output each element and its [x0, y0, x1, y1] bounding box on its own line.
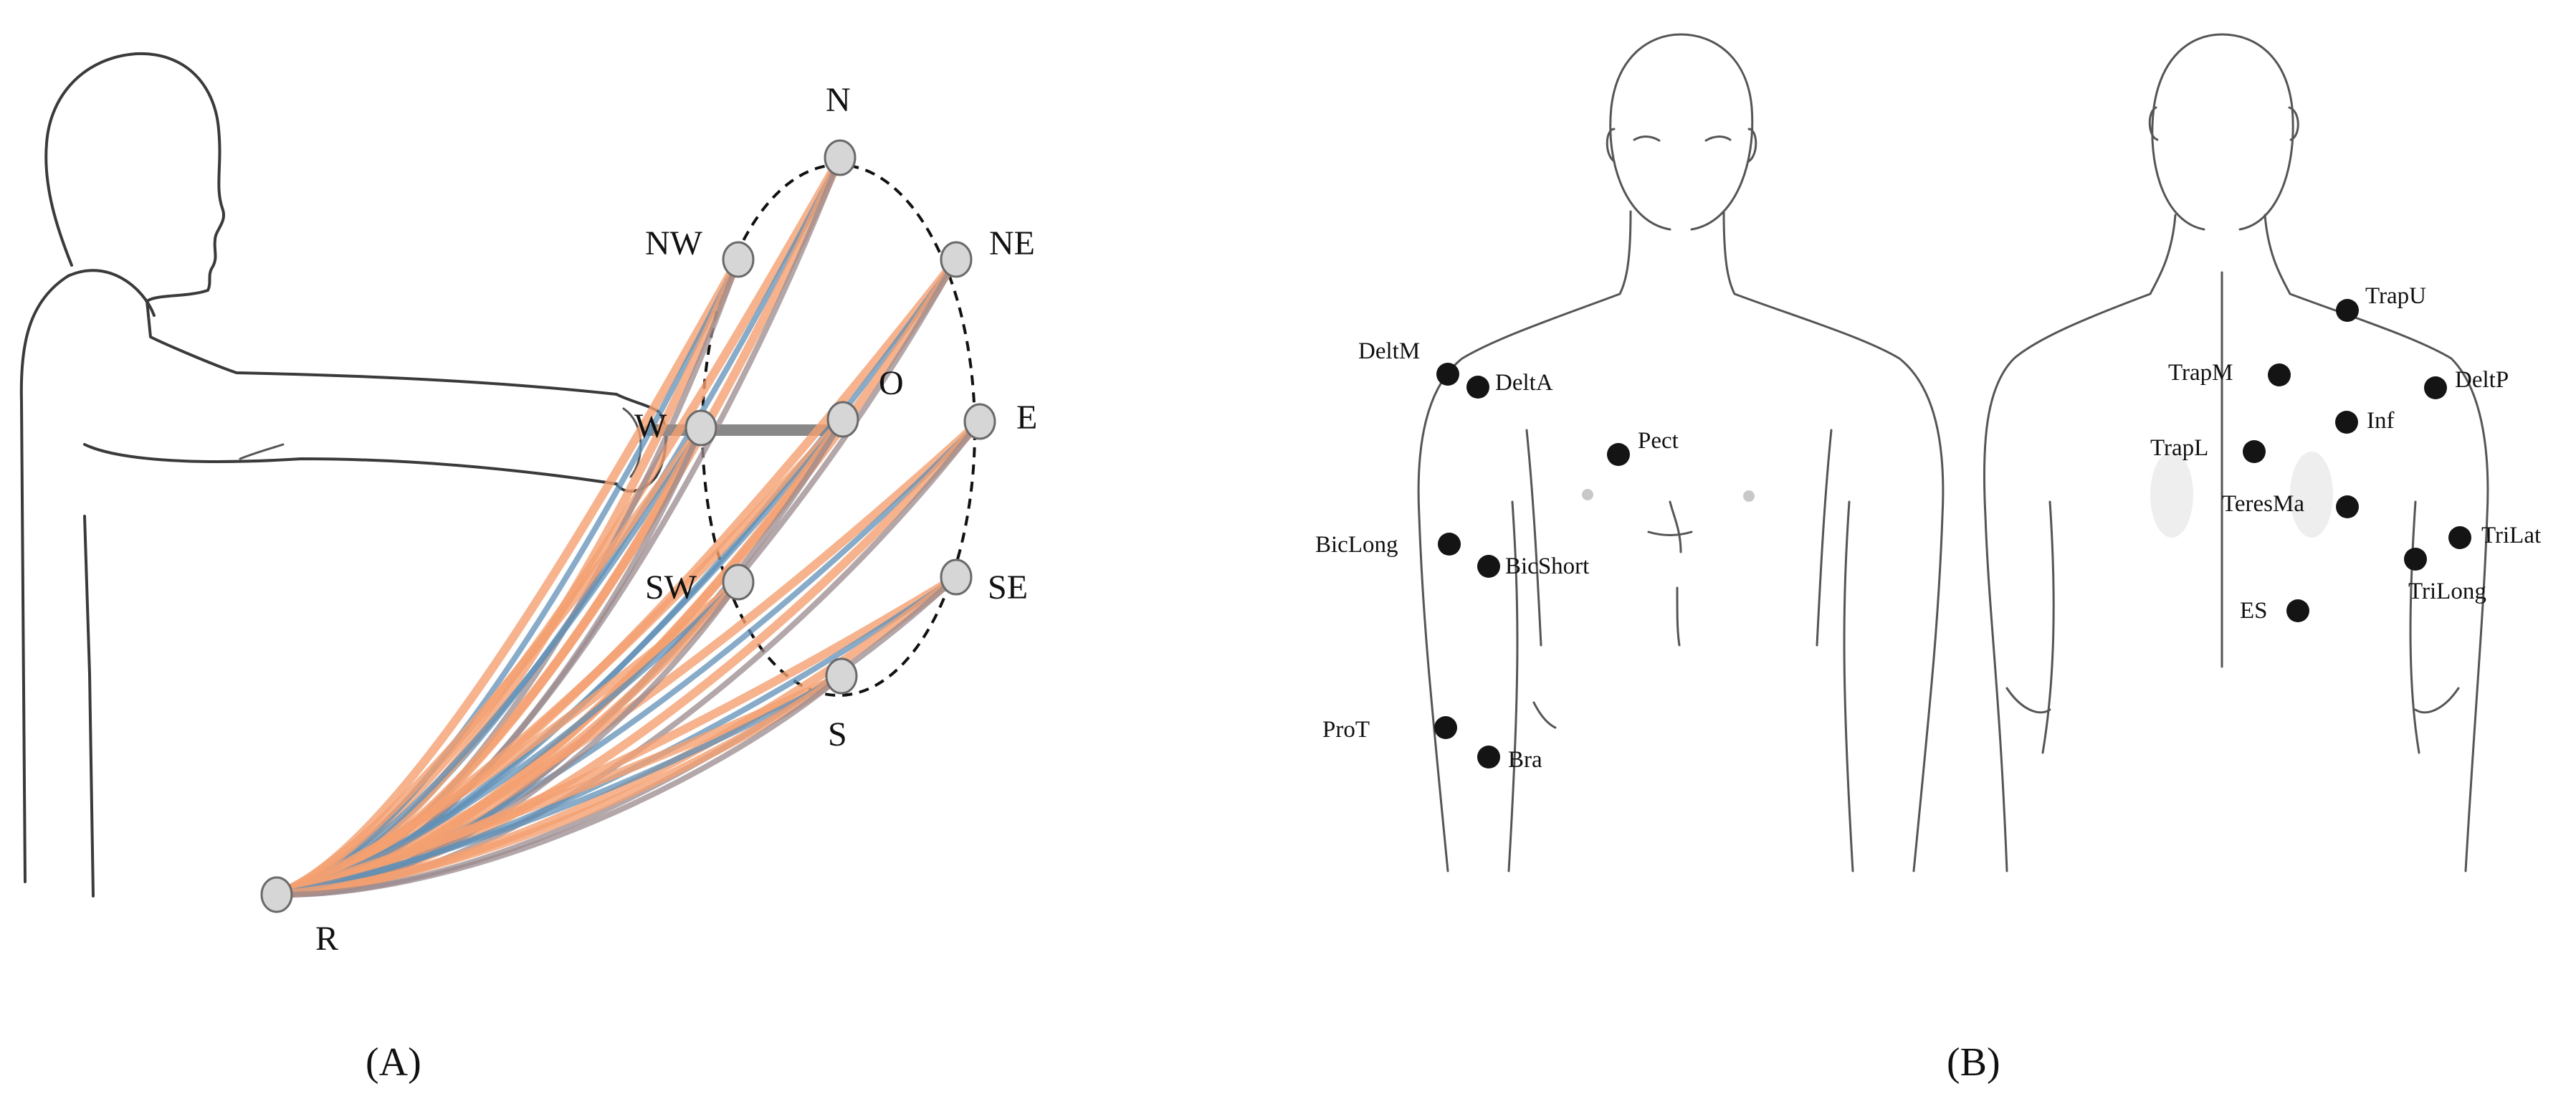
electrode-teresma — [2336, 495, 2359, 518]
target-sw — [722, 563, 755, 601]
electrode-label-teresma: TeresMa — [2222, 491, 2304, 517]
electrode-label-trapl: TrapL — [2150, 435, 2208, 461]
trajectory-to-s — [272, 672, 846, 899]
target-n — [824, 139, 857, 176]
target-nw — [722, 241, 755, 278]
electrode-label-inf: Inf — [2367, 408, 2394, 434]
electrode-deltp — [2424, 376, 2447, 399]
trajectory-to-s — [274, 673, 844, 898]
target-r — [260, 876, 293, 913]
trajectory-to-sw — [272, 578, 743, 899]
target-label-se: SE — [988, 568, 1028, 606]
target-e — [963, 403, 996, 440]
target-label-sw: SW — [645, 568, 697, 606]
electrode-label-es: ES — [2240, 598, 2268, 624]
target-s — [825, 657, 858, 695]
back-body-outline — [1983, 33, 2489, 872]
target-label-e: E — [1016, 399, 1037, 437]
target-ne — [940, 241, 973, 278]
trajectories — [272, 153, 984, 899]
front-body-outline — [1417, 33, 1945, 872]
target-label-nw: NW — [645, 224, 703, 262]
electrode-bra — [1477, 746, 1500, 768]
electrode-label-trapu: TrapU — [2365, 283, 2426, 309]
target-label-n: N — [826, 81, 851, 119]
electrode-trilong — [2404, 548, 2427, 571]
electrode-es — [2286, 599, 2309, 622]
electrode-label-trilong: TriLong — [2408, 579, 2486, 604]
electrode-label-deltm: DeltM — [1358, 338, 1420, 364]
target-label-r: R — [315, 920, 338, 958]
person-silhouette — [19, 52, 668, 898]
electrode-label-delta: DeltA — [1495, 370, 1553, 396]
electrode-label-bra: Bra — [1508, 747, 1542, 773]
targets — [260, 139, 996, 913]
panel-b-label: (B) — [1947, 1040, 2000, 1085]
electrode-label-prot: ProT — [1322, 717, 1370, 743]
electrode-bicshort — [1477, 555, 1500, 578]
electrode-label-biclong: BicLong — [1315, 532, 1398, 558]
target-label-w: W — [634, 407, 667, 445]
electrode-trapm — [2268, 363, 2291, 386]
electrode-deltm — [1436, 363, 1459, 386]
electrode-delta — [1466, 376, 1489, 399]
panel-a-label: (A) — [366, 1040, 421, 1085]
electrode-pect — [1607, 443, 1630, 466]
electrode-label-trilat: TriLat — [2481, 523, 2541, 548]
target-o — [826, 401, 859, 438]
electrode-prot — [1434, 716, 1457, 739]
target-label-s: S — [828, 715, 847, 753]
electrode-label-bicshort: BicShort — [1505, 553, 1589, 579]
trajectory-to-s — [272, 672, 846, 899]
electrode-label-trapm: TrapM — [2168, 360, 2233, 386]
target-se — [940, 558, 973, 596]
electrode-label-deltp: DeltP — [2455, 367, 2509, 393]
trajectory-to-s — [274, 673, 844, 898]
target-label-o: O — [879, 364, 904, 402]
electrode-trilat — [2448, 526, 2471, 549]
electrode-inf — [2335, 411, 2358, 434]
target-w — [684, 409, 717, 447]
electrode-label-pect: Pect — [1638, 428, 1679, 454]
electrode-trapl — [2243, 440, 2266, 463]
electrode-trapu — [2336, 299, 2359, 322]
trajectory-to-w — [272, 424, 705, 899]
electrode-biclong — [1438, 533, 1461, 556]
panel-a: N NW NE W O E SW SE S R (A) — [19, 52, 1037, 1085]
target-label-ne: NE — [989, 224, 1035, 262]
panel-b: DeltM DeltA Pect BicLong BicShort ProT B… — [1315, 33, 2541, 1085]
